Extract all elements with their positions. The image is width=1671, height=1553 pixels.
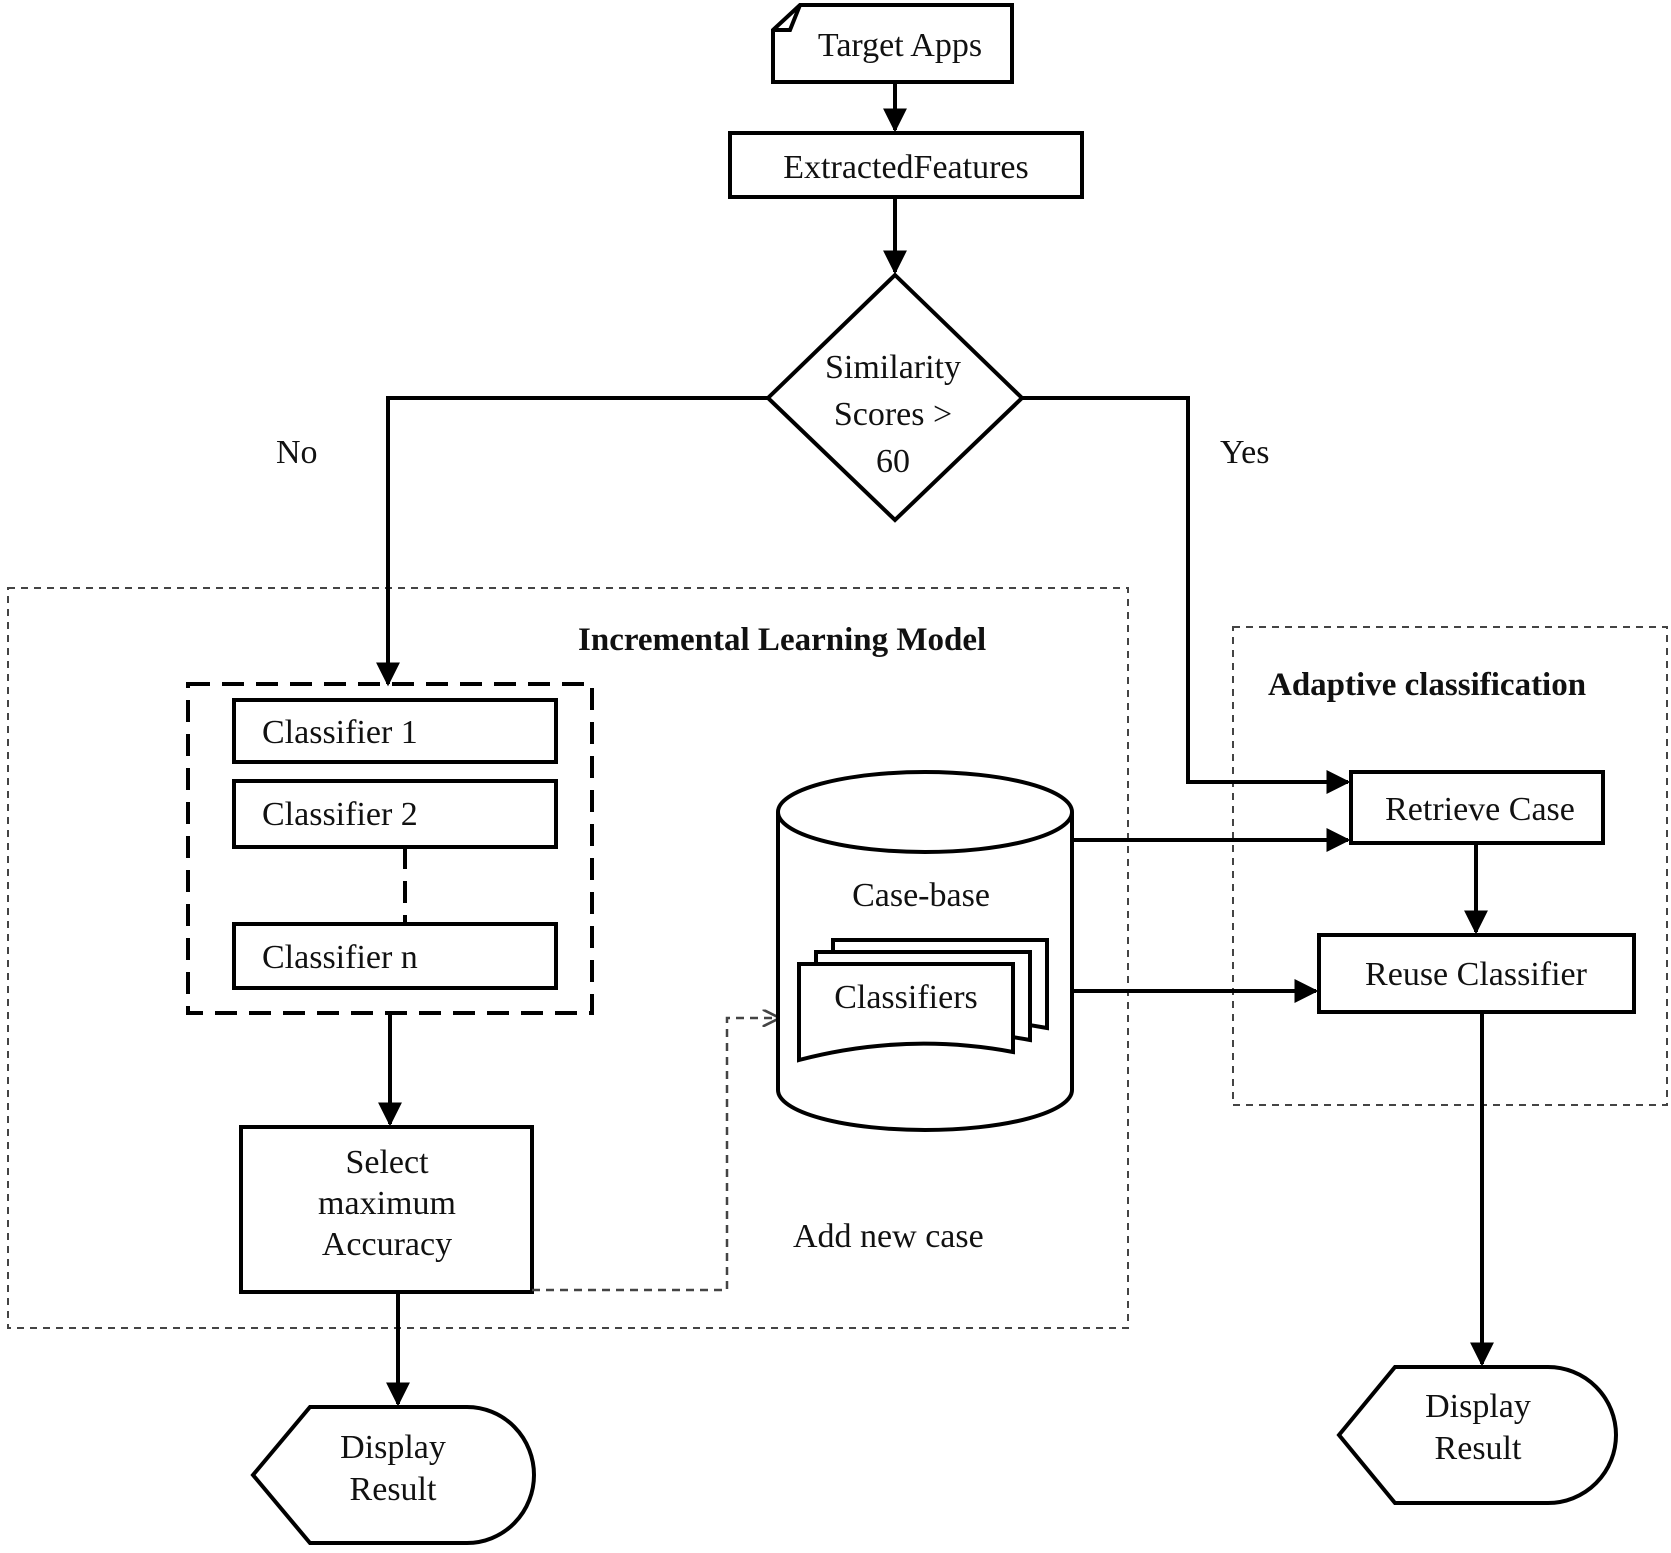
classifier-1-node: Classifier 1 [232,698,558,764]
select-max-accuracy-node: Select maximum Accuracy [239,1125,534,1294]
classifier-n-label: Classifier n [262,939,418,976]
classifier-1-label: Classifier 1 [262,714,418,751]
retrieve-case-label: Retrieve Case [1385,791,1575,828]
classifier-n-node: Classifier n [232,922,558,990]
retrieve-case-node: Retrieve Case [1349,770,1605,845]
branch-no-label: No [276,434,318,471]
select-line-2: maximum [318,1185,456,1222]
target-apps-node: Target Apps [771,2,1014,84]
classifier-2-node: Classifier 2 [232,779,558,849]
select-line-3: Accuracy [322,1226,452,1263]
target-apps-label: Target Apps [818,27,982,64]
arrow-add-new-case [532,1018,778,1292]
display-right-line-2: Result [1435,1430,1522,1467]
add-new-case-label: Add new case [793,1218,984,1255]
display-right-line-1: Display [1425,1388,1531,1425]
display-result-left: Display Result [250,1405,536,1545]
display-result-right: Display Result [1336,1365,1618,1505]
incremental-learning-frame [7,587,1129,1329]
select-line-1: Select [345,1144,429,1181]
classifiers-stack: Classifiers [797,938,1049,1063]
reuse-classifier-node: Reuse Classifier [1317,933,1636,1014]
reuse-classifier-label: Reuse Classifier [1365,956,1588,993]
classifier-2-label: Classifier 2 [262,796,418,833]
display-left-line-2: Result [350,1471,437,1508]
display-left-line-1: Display [340,1429,446,1466]
extracted-features-node: ExtractedFeatures [728,131,1084,199]
incremental-learning-title: Incremental Learning Model [578,622,986,658]
similarity-line-3: 60 [876,443,910,480]
similarity-line-1: Similarity [825,349,961,386]
arrow-no-branch [376,396,768,687]
similarity-line-2: Scores > [834,396,952,433]
classifiers-label: Classifiers [834,979,978,1016]
arrow-yes-branch [1022,396,1351,794]
similarity-decision: Similarity Scores > 60 [765,272,1025,523]
extracted-features-label: ExtractedFeatures [783,149,1028,186]
case-base-label: Case-base [852,877,990,914]
branch-yes-label: Yes [1220,434,1269,471]
adaptive-classification-title: Adaptive classification [1268,667,1586,703]
